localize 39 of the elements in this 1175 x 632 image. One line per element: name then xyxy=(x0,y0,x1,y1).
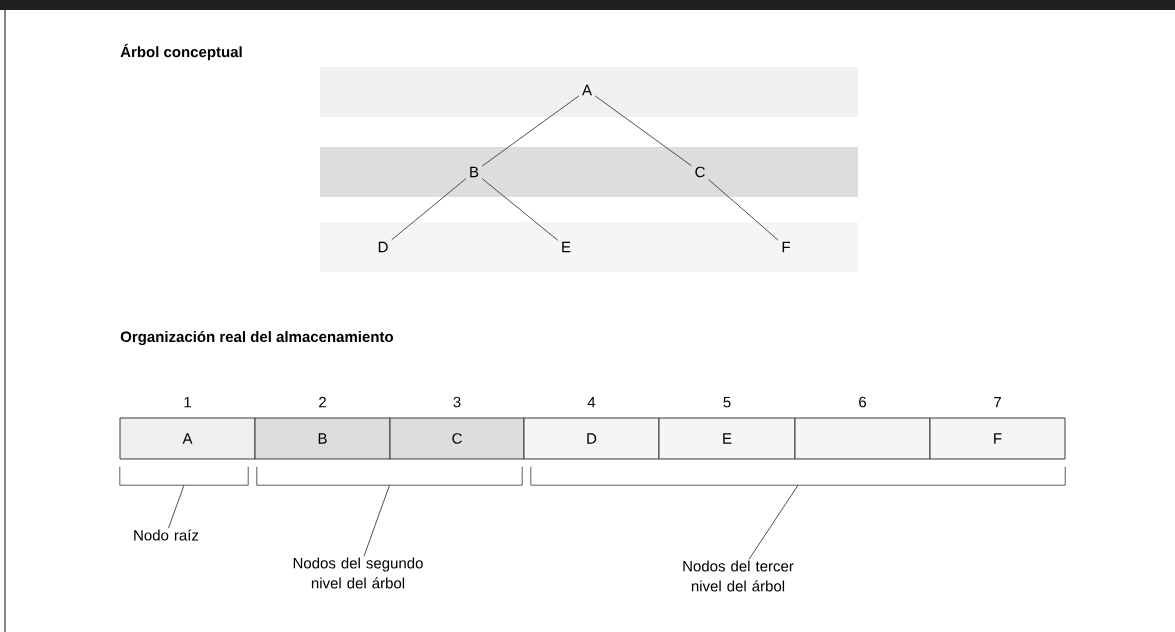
cell-index: 2 xyxy=(319,396,326,408)
memory-cell xyxy=(794,417,931,460)
bracket xyxy=(119,466,249,486)
leader-line xyxy=(363,484,390,557)
cell-index: 1 xyxy=(184,397,191,408)
tree-node-letter: F xyxy=(782,241,790,253)
annotation-text: Nodos del segundo nivel del árbol xyxy=(293,557,423,589)
tree-node-letter: B xyxy=(470,166,479,178)
bracket xyxy=(530,466,1066,486)
tree-edge xyxy=(708,179,779,241)
cell-index: 5 xyxy=(723,396,731,408)
section-heading: Árbol conceptual xyxy=(120,43,242,61)
tree-node-letter: D xyxy=(378,241,388,253)
cell-index: 3 xyxy=(453,396,461,408)
tree-node-letter: A xyxy=(582,84,592,96)
tree-edge xyxy=(391,178,467,241)
memory-cell: A xyxy=(119,417,256,460)
tree-edge xyxy=(594,95,692,167)
tree-node-letter: C xyxy=(695,166,705,178)
memory-cell: D xyxy=(523,417,660,460)
memory-cell: C xyxy=(389,417,525,460)
tree-node-letter: E xyxy=(562,241,571,253)
memory-cell: E xyxy=(658,417,796,460)
tree-edge xyxy=(481,178,559,241)
band xyxy=(320,67,858,117)
leader-line xyxy=(748,484,799,560)
cell-index: 4 xyxy=(587,397,596,408)
band xyxy=(320,222,858,272)
band xyxy=(320,147,858,197)
annotation-text: Nodos del tercer nivel del árbol xyxy=(683,560,794,592)
annotation-text: Nodo raíz xyxy=(134,529,199,541)
memory-cell: F xyxy=(929,417,1066,460)
bracket xyxy=(256,466,523,486)
tree-edge xyxy=(481,95,580,167)
cell-index: 7 xyxy=(994,397,1001,408)
leader-line xyxy=(168,484,185,529)
memory-cell: B xyxy=(254,417,391,460)
cell-index: 6 xyxy=(859,396,866,408)
section-heading: Organización real del almacenamiento xyxy=(120,330,394,346)
